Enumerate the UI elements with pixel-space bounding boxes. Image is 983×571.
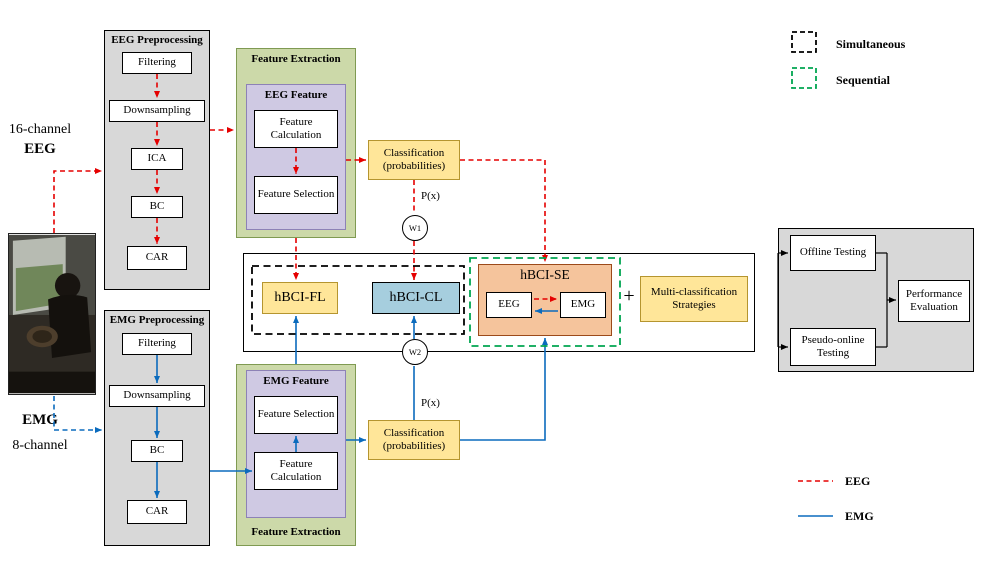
emg-classification-box: Classification (probabilities): [368, 420, 460, 460]
legend-sequential-swatch: [791, 67, 817, 89]
legend-simultaneous-label: Simultaneous: [836, 37, 906, 51]
eeg-feature-selection-box: Feature Selection: [254, 176, 338, 214]
eeg-classification-box: Classification (probabilities): [368, 140, 460, 180]
eeg-input-arrow: [53, 168, 102, 233]
emg-preprocessing-title: EMG Preprocessing: [109, 314, 205, 326]
offline-testing-box: Offline Testing: [790, 235, 876, 271]
emg-step-car: CAR: [127, 500, 187, 524]
hbci-se-emg-box: EMG: [560, 292, 606, 318]
w2-weight-circle: W2: [402, 339, 428, 365]
performance-evaluation-box: Performance Evaluation: [898, 280, 970, 322]
legend-emg-label: EMG: [845, 509, 874, 523]
eeg-feature-extraction-title: Feature Extraction: [251, 53, 341, 65]
emg-class-to-hbci-se-arrow: [460, 338, 548, 441]
hbci-fl-box: hBCI-FL: [262, 282, 338, 314]
eeg-step-filtering: Filtering: [122, 52, 192, 74]
eeg-class-to-hbci-se-arrow: [460, 159, 548, 262]
emg-feature-selection-box: Feature Selection: [254, 396, 338, 434]
legend-sequential-label: Sequential: [836, 73, 891, 87]
plus-sign: +: [623, 285, 635, 307]
participant-photo-art: [9, 234, 95, 394]
emg-feature-title: EMG Feature: [263, 375, 329, 387]
hbci-se-title: hBCI-SE: [520, 267, 570, 282]
eeg-step-downsampling: Downsampling: [109, 100, 205, 122]
eeg-px-label: P(x): [421, 190, 440, 202]
eeg-step-car: CAR: [127, 246, 187, 270]
w1-weight-circle: W1: [402, 215, 428, 241]
hbci-cl-box: hBCI-CL: [372, 282, 460, 314]
emg-feature-calculation-box: Feature Calculation: [254, 452, 338, 490]
multi-classification-box: Multi-classification Strategies: [640, 276, 748, 322]
emg-input-label-line2: 8-channel: [12, 438, 68, 453]
participant-photo: [8, 233, 96, 395]
eeg-feature-title: EEG Feature: [264, 89, 328, 101]
eeg-input-label-line2: EEG: [24, 141, 56, 157]
legend-eeg-label: EEG: [845, 474, 871, 488]
legend-simultaneous-swatch: [791, 31, 817, 53]
eeg-input-label-line1: 16-channel: [8, 122, 72, 137]
emg-feature-extraction-title: Feature Extraction: [251, 526, 341, 538]
emg-px-label: P(x): [421, 397, 440, 409]
emg-step-bc: BC: [131, 440, 183, 462]
eeg-preprocessing-title: EEG Preprocessing: [111, 34, 203, 46]
emg-feature-panel: [246, 370, 346, 518]
pseudo-online-testing-box: Pseudo-online Testing: [790, 328, 876, 366]
eeg-step-ica: ICA: [131, 148, 183, 170]
eeg-feature-calculation-box: Feature Calculation: [254, 110, 338, 148]
eeg-step-bc: BC: [131, 196, 183, 218]
emg-step-filtering: Filtering: [122, 333, 192, 355]
emg-step-downsampling: Downsampling: [109, 385, 205, 407]
hbci-se-eeg-box: EEG: [486, 292, 532, 318]
emg-input-label-line1: EMG: [22, 412, 58, 428]
